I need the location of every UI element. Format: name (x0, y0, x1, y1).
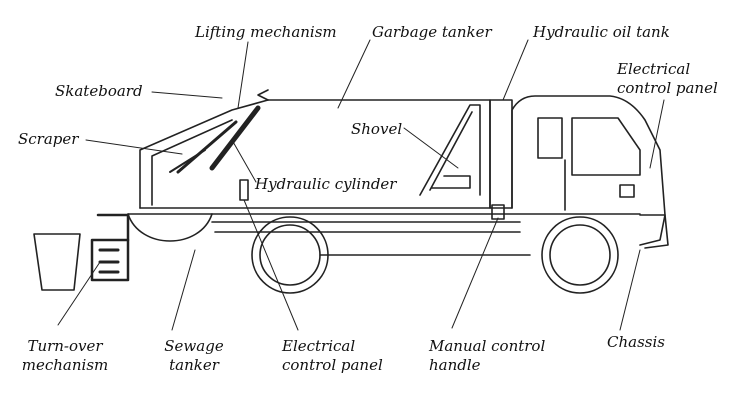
leader-hydraulic (231, 139, 257, 183)
rear-hopper (127, 213, 213, 242)
leader-skateboard (151, 91, 223, 99)
leader-manual (451, 217, 499, 329)
leader-lifting (237, 41, 249, 109)
leader-ecp-bottom (243, 199, 299, 331)
label-lifting-mechanism: Lifting mechanism (195, 23, 337, 41)
label-chassis: Chassis (607, 333, 665, 351)
label-shovel: Shovel (351, 120, 403, 138)
manual-handle-box (491, 204, 505, 220)
bumper (639, 214, 669, 249)
label-manual-control-handle: Manual control handle (429, 337, 546, 374)
leader-scraper (85, 139, 183, 155)
cab-window (537, 117, 563, 159)
cab-step (619, 184, 635, 198)
label-electrical-control-panel-top: Electrical control panel (617, 60, 718, 97)
label-hydraulic-cylinder: Hydraulic cylinder (255, 175, 397, 193)
label-scraper: Scraper (18, 130, 79, 148)
front-wheel (541, 216, 619, 294)
label-hydraulic-oil-tank: Hydraulic oil tank (533, 23, 670, 41)
leader-garbage (337, 39, 371, 109)
label-sewage-tanker: Sewage tanker (164, 337, 224, 374)
leader-turnover (57, 261, 101, 326)
tailgate-inner (151, 119, 233, 206)
cab-outline (511, 95, 666, 246)
bin-outline (33, 233, 81, 291)
label-skateboard: Skateboard (55, 82, 143, 100)
leader-ecp-top (649, 99, 665, 169)
leader-oil-tank (502, 39, 529, 101)
leader-sewage (171, 249, 196, 331)
control-panel-box (239, 179, 249, 201)
rear-wheel (251, 216, 329, 294)
hydraulic-cylinder (209, 105, 261, 171)
leader-chassis (619, 249, 641, 331)
label-garbage-tanker: Garbage tanker (372, 23, 492, 41)
oil-tank-column (489, 99, 513, 209)
cab-windshield (571, 117, 641, 176)
garbage-body-top (257, 89, 269, 101)
label-turn-over-mechanism: Turn-over mechanism (21, 337, 109, 374)
tailgate-frame (139, 99, 269, 209)
leader-shovel (403, 127, 459, 169)
shovel-plate (419, 104, 481, 196)
label-electrical-control-panel-bottom: Electrical control panel (282, 337, 383, 374)
turnover-arm (90, 238, 130, 282)
